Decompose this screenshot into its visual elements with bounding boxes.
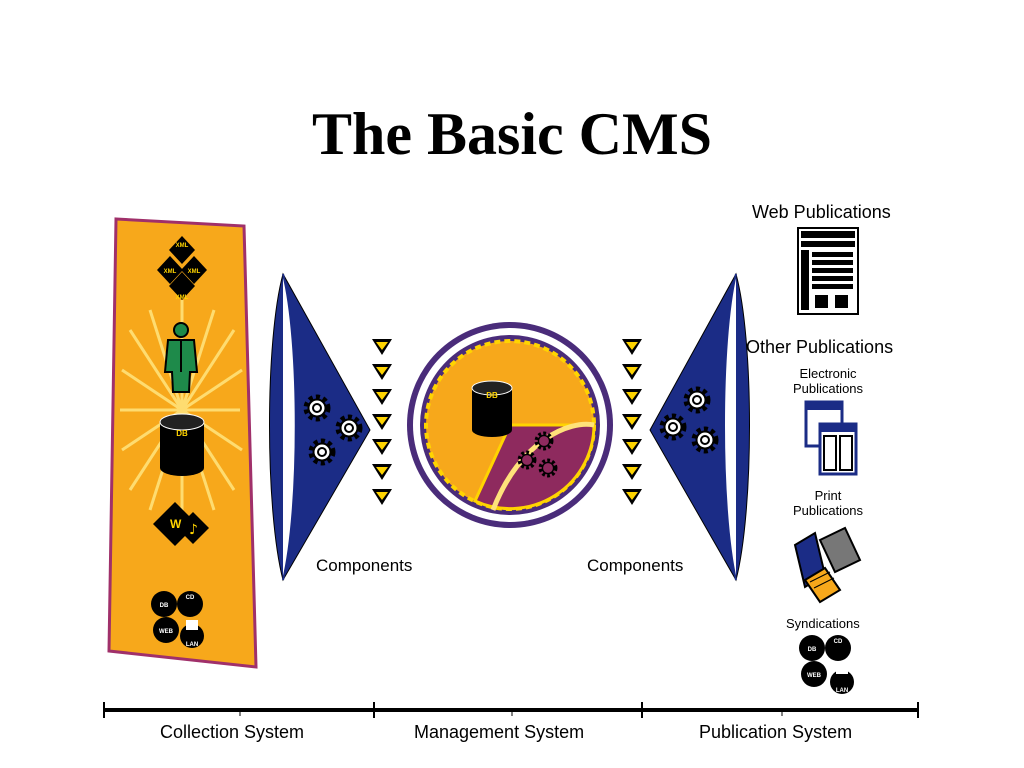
svg-text:LAN: LAN: [836, 688, 848, 694]
starburst: [120, 300, 243, 520]
left-funnel: [269, 272, 371, 582]
syndications-icon: DB CD WEB LAN: [799, 635, 854, 694]
electronic-publication-icon: [804, 400, 858, 476]
xml-component-icon: [372, 364, 392, 380]
xml-component-icon: [372, 464, 392, 480]
xml-component-icon: [372, 489, 392, 505]
xml-component-icon: [622, 414, 642, 430]
right-funnel: [649, 272, 750, 582]
management-repository: DB: [407, 322, 613, 528]
xml-component-icon: [622, 389, 642, 405]
syndications-label: Syndications: [786, 616, 860, 631]
svg-text:CD: CD: [186, 595, 195, 601]
components-label-right: Components: [587, 556, 684, 575]
collection-system-label: Collection System: [160, 722, 305, 742]
svg-text:WEB: WEB: [159, 629, 174, 635]
management-system-label: Management System: [414, 722, 585, 742]
collection-panel: XML XML XML XML DB W ♪: [107, 217, 258, 669]
svg-text:DB: DB: [176, 429, 188, 438]
media-icon: W ♪: [153, 502, 209, 546]
xml-component-icon: [622, 464, 642, 480]
svg-text:LAN: LAN: [186, 642, 198, 648]
person-icon: [163, 322, 199, 393]
database-icon: DB: [159, 413, 205, 476]
publication-system-label: Publication System: [699, 722, 853, 742]
xml-component-icon: [372, 339, 392, 355]
svg-text:XML: XML: [164, 269, 177, 275]
other-publications-label: Other Publications: [746, 337, 894, 357]
right-components-column: [622, 339, 642, 505]
svg-text:WEB: WEB: [807, 673, 822, 679]
svg-text:♪: ♪: [189, 522, 198, 538]
repository-database-icon: DB: [471, 380, 513, 437]
components-label-left: Components: [316, 556, 413, 575]
web-publication-icon: [797, 227, 859, 315]
xml-component-icon: [622, 364, 642, 380]
svg-text:XML: XML: [176, 295, 189, 301]
print-publication-icon: [793, 526, 862, 604]
print-publications-label: Print Publications: [792, 488, 864, 518]
svg-text:CD: CD: [834, 639, 843, 645]
svg-text:W: W: [170, 517, 182, 531]
sources-icon: DB CD WEB LAN: [151, 591, 204, 648]
electronic-publications-label: Electronic Publications: [792, 366, 864, 396]
svg-text:DB: DB: [160, 603, 169, 609]
page-title: The Basic CMS: [311, 101, 713, 167]
xml-component-icon: [622, 439, 642, 455]
xml-component-icon: [372, 389, 392, 405]
web-publications-label: Web Publications: [752, 202, 891, 222]
xml-component-icon: [622, 489, 642, 505]
svg-text:XML: XML: [188, 269, 201, 275]
xml-stack-icon: XML XML XML XML: [157, 236, 207, 301]
system-axis: [103, 702, 919, 718]
xml-component-icon: [622, 339, 642, 355]
xml-component-icon: [372, 439, 392, 455]
svg-text:DB: DB: [486, 391, 498, 400]
left-components-column: [372, 339, 392, 505]
svg-text:DB: DB: [808, 647, 817, 653]
svg-text:XML: XML: [176, 243, 189, 249]
xml-component-icon: [372, 414, 392, 430]
